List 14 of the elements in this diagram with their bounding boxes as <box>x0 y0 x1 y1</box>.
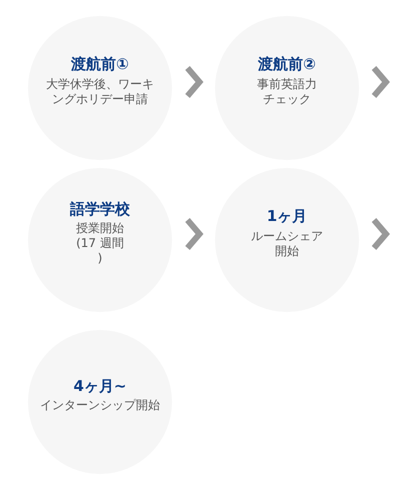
step-description: 授業開始(17 週間 ) <box>75 221 125 266</box>
step-title: 4ヶ月~ <box>73 376 126 396</box>
chevron-arrow <box>185 218 204 250</box>
step-description: 大学休学後、ワーキングホリデー申請 <box>45 76 155 107</box>
step-title: 渡航前② <box>258 55 316 74</box>
chevron-arrow <box>185 66 204 98</box>
step-description: 事前英語力チェック <box>256 76 318 107</box>
step-title: 1ヶ月 <box>266 207 308 226</box>
step-title: 渡航前① <box>71 55 129 74</box>
chevron-arrow <box>372 66 390 98</box>
step-title: 語学学校 <box>70 200 130 218</box>
step-description: ルームシェア開始 <box>250 228 324 259</box>
step-description: インターンシップ開始 <box>40 398 160 414</box>
chevron-arrow <box>372 218 390 250</box>
